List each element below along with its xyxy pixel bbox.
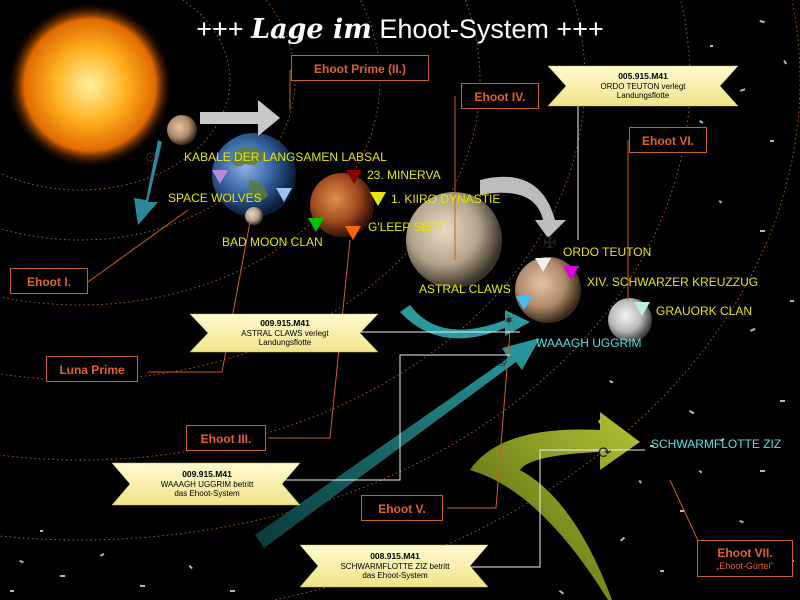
event-scroll-astral-claws[interactable]: 009.915.M41 ASTRAL CLAWS verlegt Landung… [210,318,360,347]
iron-cross-icon: ✠ [543,233,556,252]
teal-diagonal-arrow [255,338,540,548]
event-line2: das Ehoot-System [362,570,428,580]
label-luna-prime[interactable]: Luna Prime [46,356,138,382]
event-scroll-schwarmflotte[interactable]: 008.915.M41 SCHWARMFLOTTE ZIZ betritt da… [320,551,470,580]
event-date: 009.915.M41 [260,318,310,328]
event-lines [270,100,645,568]
faction-23-minerva: 23. MINERVA [367,168,441,182]
sun [8,3,172,167]
faction-schwarmflotte-ziz: SCHWARMFLOTTE ZIZ [651,437,782,451]
faction-grauork-clan: GRAUORK CLAN [656,304,753,318]
label-ehoot-i[interactable]: Ehoot I. [10,268,88,294]
faction-gleep-sept: G'LEEP SEPT [368,220,445,234]
label-ehoot-vi[interactable]: Ehoot VI. [629,127,707,153]
planet-ehoot-prime[interactable] [212,133,296,217]
title-gothic: Lage im [251,14,372,45]
planet-luna-prime[interactable] [245,207,263,225]
label-ehoot-vii-title: Ehoot VII. [717,546,773,560]
planet-ehoot-i[interactable] [167,115,197,145]
label-ehoot-vii[interactable]: Ehoot VII. „Ehoot-Gürtel" [697,540,793,577]
label-ehoot-iii[interactable]: Ehoot III. [186,425,266,451]
event-line1: WAAAGH UGGRIM betritt [160,479,254,489]
event-date: 009.915.M41 [182,469,232,479]
gear-icon: ⚙ [144,150,157,166]
event-date: 008.915.M41 [370,551,420,561]
grey-curve-arrow [480,176,566,238]
event-scroll-waaagh-uggrim[interactable]: 009.915.M41 WAAAGH UGGRIM betritt das Eh… [132,469,282,498]
faction-kiiro-dynastie: 1. KIIRO DYNASTIE [391,192,501,206]
teal-arrow-ehoot-i [134,140,162,225]
asteroid-belt [10,19,794,595]
planet-ehoot-iii[interactable] [310,173,374,237]
faction-kabale: KABALE DER LANGSAMEN LABSAL [184,150,387,164]
event-line2: Landungsflotte [258,337,312,347]
label-ehoot-prime-ii[interactable]: Ehoot Prime (II.) [291,55,429,81]
faction-schwarzer-kreuzzug: XIV. SCHWARZER KREUZZUG [587,275,759,289]
event-date: 005.915.M41 [618,71,668,81]
planet-ehoot-v[interactable] [515,257,581,323]
claw-icon: ✶ [503,313,515,329]
event-line2: das Ehoot-System [174,488,240,498]
label-ehoot-iv[interactable]: Ehoot IV. [461,83,539,109]
title-prefix: +++ [196,14,244,44]
teal-curve-arrow [400,305,530,339]
event-line1: ORDO TEUTON verlegt [600,81,686,91]
ork-icon: ♔ [497,355,508,369]
title-main: Ehoot-System +++ [379,14,604,44]
planet-ehoot-iv[interactable] [406,192,502,288]
event-line2: Landungsflotte [616,90,670,100]
scroll-shapes [111,65,739,588]
event-line1: SCHWARMFLOTTE ZIZ betritt [340,561,450,571]
tyranid-icon: ⟳ [598,443,612,462]
faction-astral-claws: ASTRAL CLAWS [419,282,511,296]
event-scroll-ordo-teuton[interactable]: 005.915.M41 ORDO TEUTON verlegt Landungs… [568,71,718,100]
faction-space-wolves: SPACE WOLVES [168,191,262,205]
faction-waaagh-uggrim: WAAAGH UGGRIM [536,336,642,350]
event-line1: ASTRAL CLAWS verlegt [241,328,329,338]
faction-markers [212,170,650,316]
grey-arrow [200,100,280,136]
page-title: +++ Lage im Ehoot-System +++ [0,14,800,45]
continents [231,146,268,201]
faction-bad-moon-clan: BAD MOON CLAN [222,235,323,249]
green-arrow [470,412,640,600]
label-ehoot-v[interactable]: Ehoot V. [361,495,443,521]
faction-ordo-teuton: ORDO TEUTON [563,245,652,259]
label-ehoot-vii-sub: „Ehoot-Gürtel" [716,561,774,571]
connector-lines [87,70,701,546]
